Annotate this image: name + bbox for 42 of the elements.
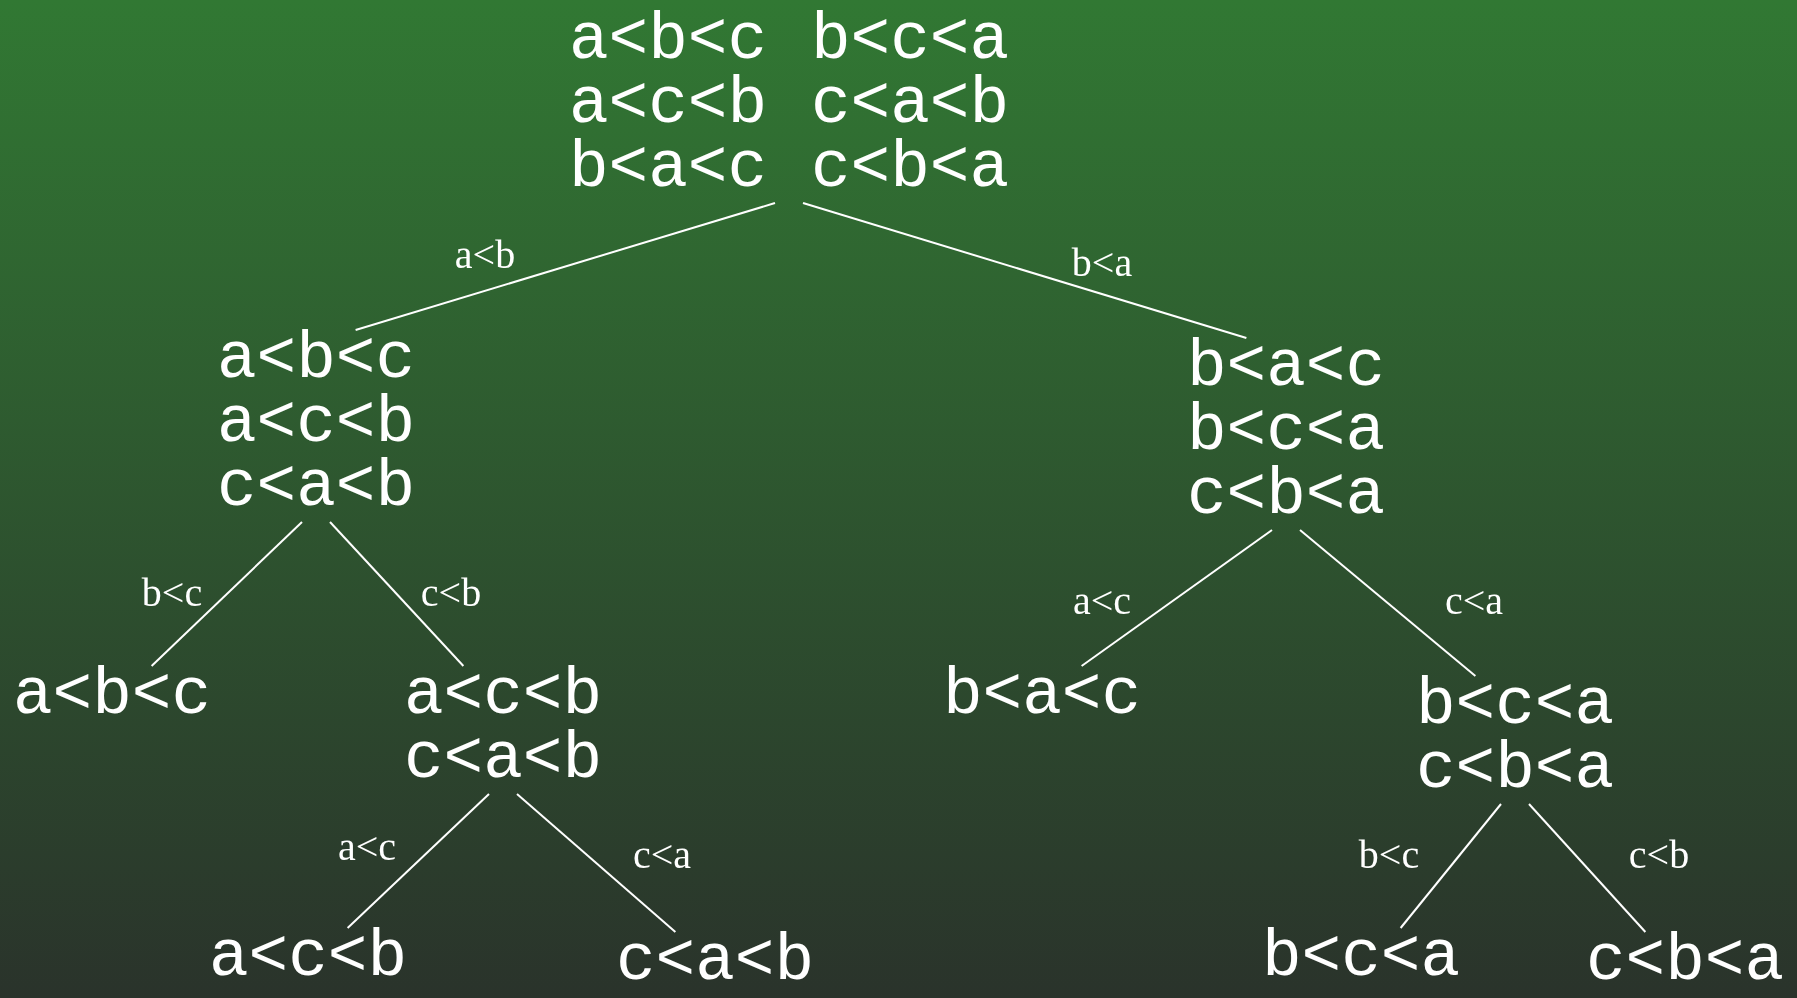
ordering-text: c<a<b: [404, 728, 602, 792]
ordering-text: b<c<a: [811, 9, 1010, 73]
ordering-text: b<a<c: [943, 664, 1141, 728]
edge-label: b<c: [1358, 830, 1420, 878]
tree-branch-line: [802, 202, 1248, 339]
ordering-text: a<b<c: [568, 9, 767, 73]
tree-branch-line: [150, 521, 303, 667]
ordering-text: c<a<b: [217, 456, 415, 520]
tree-branch-line: [1399, 803, 1502, 929]
ordering-text: a<b<c: [13, 664, 211, 728]
tree-branch-line: [1528, 803, 1647, 933]
ordering-text: b<c<a: [1416, 674, 1614, 738]
ordering-text: a<b<c: [217, 328, 415, 392]
tree-branch-line: [516, 793, 677, 933]
edge-label: c<b: [1628, 830, 1690, 878]
ordering-text: c<a<b: [811, 73, 1010, 137]
ordering-text: a<c<b: [404, 664, 602, 728]
ordering-text: c<b<a: [1586, 930, 1784, 994]
ordering-text: a<c<b: [217, 392, 415, 456]
tree-branch-line: [1299, 529, 1477, 677]
edge-label: a<b: [454, 230, 516, 278]
ordering-text: b<a<c: [1187, 336, 1385, 400]
ordering-text: c<a<b: [616, 930, 814, 994]
edge-label: b<c: [141, 568, 203, 616]
edge-label: a<c: [337, 822, 397, 870]
ordering-text: a<c<b: [209, 926, 407, 990]
edge-label: c<b: [420, 568, 482, 616]
edge-label: c<a: [1444, 576, 1504, 624]
tree-branch-line: [1080, 529, 1273, 667]
ordering-text: a<c<b: [568, 73, 767, 137]
tree-branch-line: [329, 521, 465, 667]
ordering-text: c<b<a: [1187, 464, 1385, 528]
tree-branch-line: [354, 202, 776, 331]
edge-label: c<a: [632, 830, 692, 878]
edge-label: b<a: [1071, 238, 1133, 286]
ordering-text: b<c<a: [1187, 400, 1385, 464]
ordering-text: c<b<a: [1416, 738, 1614, 802]
ordering-text: b<a<c: [568, 137, 767, 201]
tree-branch-line: [346, 793, 490, 929]
ordering-text: c<b<a: [811, 137, 1010, 201]
ordering-text: b<c<a: [1262, 926, 1460, 990]
edge-label: a<c: [1072, 576, 1132, 624]
